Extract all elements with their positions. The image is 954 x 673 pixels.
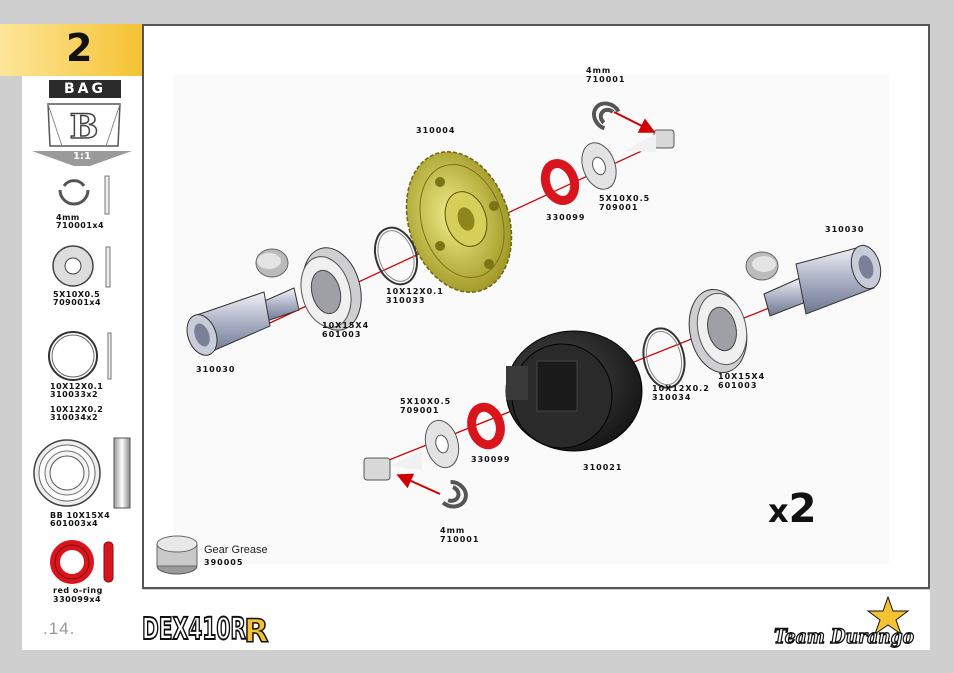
label-clip-top-code: 710001 xyxy=(586,75,626,84)
gear-310004 xyxy=(405,151,513,293)
sidebar-bearing-size: BB 10X15X4 xyxy=(50,511,111,520)
shim-washer-icon xyxy=(52,245,111,288)
step-tab xyxy=(0,24,143,76)
svg-text:DEX410R: DEX410R xyxy=(142,612,246,647)
sidebar-clip-code: 710001x4 xyxy=(56,221,105,230)
label-bearing-left-code: 601003 xyxy=(322,330,362,339)
label-shim-bottom-code: 709001 xyxy=(400,406,440,415)
sidebar-thin-shim1-code: 310033x2 xyxy=(50,390,99,399)
label-case: 310021 xyxy=(583,463,623,472)
thin-shim-icon xyxy=(48,331,112,381)
label-shim-top-size: 5X10X0.5 xyxy=(599,194,651,203)
oring-top-330099 xyxy=(540,159,580,205)
shim-top-709001 xyxy=(581,142,617,190)
sidebar-bearing-code: 601003x4 xyxy=(50,519,99,528)
sidebar-oring-size: red o-ring xyxy=(53,586,103,595)
dex410r-logo: DEX410R R xyxy=(141,611,269,647)
eclip-bottom-710001 xyxy=(441,479,468,509)
grease-blob-left xyxy=(255,248,289,278)
bearing-icon xyxy=(33,437,131,509)
oring-bottom-330099 xyxy=(467,402,505,450)
scale-label: 1:1 xyxy=(73,151,91,162)
label-thin-shim-right-size: 10X12X0.2 xyxy=(652,384,710,393)
label-clip-bottom-size: 4mm xyxy=(440,526,466,535)
label-bearing-right-size: 10X15X4 xyxy=(718,372,766,381)
sidebar-shim-code: 709001x4 xyxy=(53,298,102,307)
sidebar-oring-code: 330099x4 xyxy=(53,595,102,604)
thin-shim-top-310033 xyxy=(373,226,419,286)
label-clip-top-size: 4mm xyxy=(586,66,612,75)
sidebar-thin-shim2-code: 310034x2 xyxy=(50,413,99,422)
label-bearing-left-size: 10X15X4 xyxy=(322,321,370,330)
bag-icon: B xyxy=(32,103,132,166)
pin-bottom xyxy=(363,451,422,481)
sidebar-clip-size: 4mm xyxy=(56,213,80,222)
red-oring-icon xyxy=(50,540,114,584)
arrow-bottom xyxy=(396,473,441,495)
pin-top xyxy=(624,129,675,152)
label-outdrive-left: 310030 xyxy=(196,365,236,374)
label-clip-bottom-code: 710001 xyxy=(440,535,480,544)
grease-tub-icon xyxy=(156,535,198,575)
grease-code: 390005 xyxy=(204,558,244,567)
label-bearing-right-code: 601003 xyxy=(718,381,758,390)
label-outdrive-right: 310030 xyxy=(825,225,865,234)
step-number: 2 xyxy=(66,26,93,70)
eclip-top-710001 xyxy=(592,101,621,131)
svg-text:Team Durango: Team Durango xyxy=(774,624,914,648)
label-thin-shim-top-code: 310033 xyxy=(386,296,426,305)
outdrive-right-310030 xyxy=(763,244,882,317)
svg-text:R: R xyxy=(244,612,269,647)
quantity-label: x2 xyxy=(768,486,817,532)
team-durango-logo: Team Durango xyxy=(773,595,915,649)
label-shim-bottom-size: 5X10X0.5 xyxy=(400,397,452,406)
sidebar-shim-size: 5X10X0.5 xyxy=(53,290,101,299)
label-oring-top: 330099 xyxy=(546,213,586,222)
label-thin-shim-right-code: 310034 xyxy=(652,393,692,402)
arrow-top xyxy=(613,111,656,133)
label-shim-top-code: 709001 xyxy=(599,203,639,212)
grease-blob-right xyxy=(745,251,779,281)
bearing-left-601003 xyxy=(300,247,362,331)
shim-bottom-709001 xyxy=(424,419,460,469)
label-thin-shim-top-size: 10X12X0.1 xyxy=(386,287,444,296)
footer-bar xyxy=(22,590,930,650)
outdrive-left-310030 xyxy=(186,287,300,356)
diff-case-310021 xyxy=(505,330,643,452)
page-number: .14. xyxy=(43,619,76,638)
bearing-right-601003 xyxy=(688,289,748,373)
sidebar-thin-shim1-size: 10X12X0.1 xyxy=(50,382,104,391)
label-oring-bottom: 330099 xyxy=(471,455,511,464)
grease-label: Gear Grease xyxy=(204,544,268,556)
sidebar-thin-shim2-size: 10X12X0.2 xyxy=(50,405,104,414)
bag-letter: B xyxy=(70,107,99,147)
thin-shim-right-310034 xyxy=(642,327,686,389)
bag-label: BAG xyxy=(49,80,121,98)
eclip-icon xyxy=(58,175,110,215)
exploded-view xyxy=(156,74,889,575)
label-gear: 310004 xyxy=(416,126,456,135)
